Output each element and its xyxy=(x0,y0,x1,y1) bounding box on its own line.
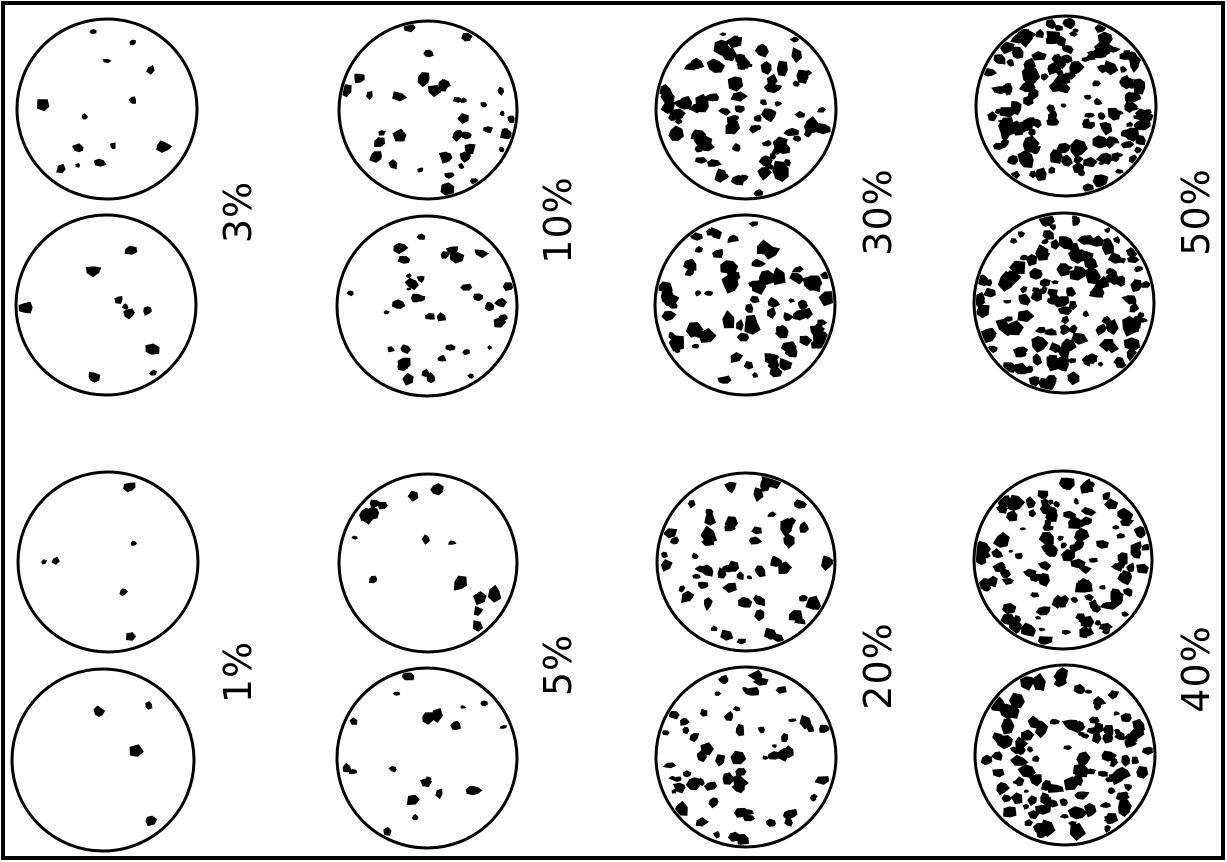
sample-circle-1pct-1 xyxy=(18,472,198,652)
sample-circle-10pct-2 xyxy=(337,216,517,396)
label-1-percent: 1% xyxy=(219,641,257,703)
sample-circle-30pct-1 xyxy=(656,19,836,199)
label-30-percent: 30% xyxy=(859,168,897,255)
sample-circle-5pct-2 xyxy=(337,668,517,848)
sample-circle-3pct-2 xyxy=(16,215,196,395)
sample-circle-50pct-2 xyxy=(969,213,1154,393)
label-50-percent: 50% xyxy=(1177,168,1215,255)
sample-circle-1pct-2 xyxy=(12,669,194,851)
circles-layer xyxy=(12,16,1156,851)
label-10-percent: 10% xyxy=(539,176,577,263)
sample-circle-40pct-1 xyxy=(973,471,1152,649)
sample-circle-20pct-2 xyxy=(656,667,836,847)
label-5-percent: 5% xyxy=(539,634,577,696)
sample-circle-3pct-1 xyxy=(17,19,197,199)
label-3-percent: 3% xyxy=(219,181,257,243)
sample-circle-40pct-2 xyxy=(975,665,1155,845)
sample-circle-5pct-1 xyxy=(339,474,517,652)
label-20-percent: 20% xyxy=(859,622,897,709)
sample-circle-30pct-2 xyxy=(655,215,836,395)
sample-circle-50pct-1 xyxy=(976,16,1156,196)
sample-circle-20pct-1 xyxy=(657,473,835,651)
label-40-percent: 40% xyxy=(1177,625,1215,712)
sample-circle-10pct-1 xyxy=(338,21,517,199)
